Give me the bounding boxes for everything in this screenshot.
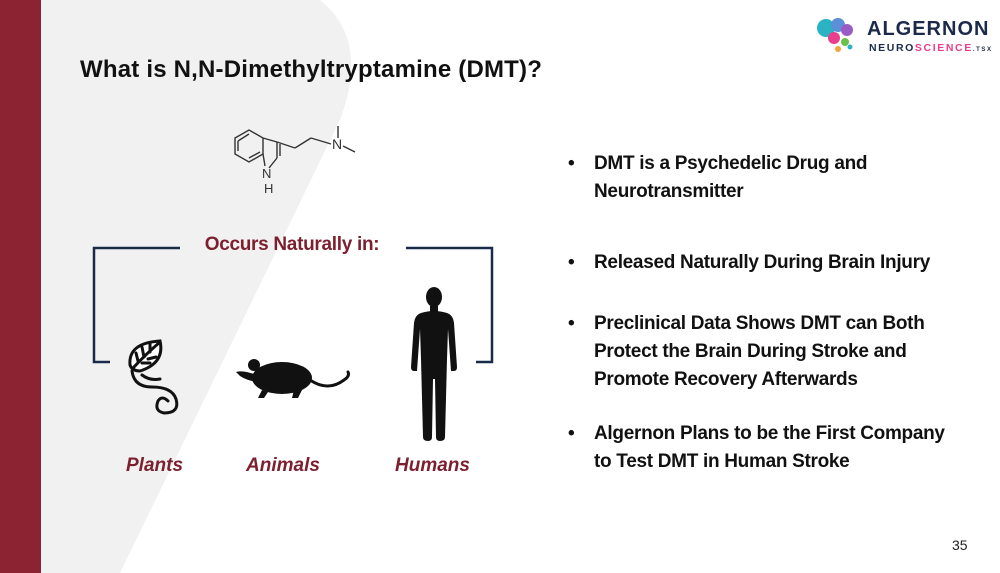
bullet-text-line: DMT is a Psychedelic Drug and bbox=[594, 153, 868, 174]
occurs-heading: Occurs Naturally in: bbox=[204, 234, 380, 255]
indole-hydrogen-label: H bbox=[264, 181, 273, 196]
page-number: 35 bbox=[952, 537, 968, 553]
bullet-item: • Released Naturally During Brain Injury bbox=[568, 249, 968, 277]
indole-nitrogen-label: N bbox=[262, 166, 271, 181]
bullet-item: • DMT is a Psychedelic Drug and Neurotra… bbox=[568, 150, 968, 206]
bullet-text-line: Promote Recovery Afterwards bbox=[594, 369, 858, 390]
bullet-dot: • bbox=[568, 313, 575, 334]
amine-nitrogen-label: N bbox=[332, 136, 342, 152]
bullet-text-line: Protect the Brain During Stroke and bbox=[594, 341, 907, 362]
rat-icon bbox=[236, 359, 350, 398]
bullet-text-line: Released Naturally During Brain Injury bbox=[594, 252, 930, 273]
occurs-bracket bbox=[92, 246, 494, 364]
bullet-text-line: Algernon Plans to be the First Company bbox=[594, 423, 945, 444]
logo-name: ALGERNON bbox=[867, 18, 990, 40]
bullet-dot: • bbox=[568, 153, 575, 174]
logo-subtitle: NEUROSCIENCE.TSX bbox=[869, 42, 993, 54]
plants-caption: Plants bbox=[126, 455, 184, 476]
humans-caption: Humans bbox=[395, 455, 470, 476]
logo-mark-icon bbox=[817, 18, 853, 52]
animals-caption: Animals bbox=[246, 455, 320, 476]
leaf-vine-icon bbox=[128, 339, 179, 415]
left-sidebar-band bbox=[0, 0, 41, 573]
bullet-dot: • bbox=[568, 252, 575, 273]
bullet-text-line: to Test DMT in Human Stroke bbox=[594, 451, 850, 472]
bullet-text-line: Preclinical Data Shows DMT can Both bbox=[594, 313, 925, 334]
company-logo: ALGERNON NEUROSCIENCE.TSX bbox=[814, 16, 994, 56]
bullet-dot: • bbox=[568, 423, 575, 444]
bullet-text-line: Neurotransmitter bbox=[594, 181, 744, 202]
dmt-molecule-structure: N N H bbox=[234, 126, 356, 196]
bullet-item: • Preclinical Data Shows DMT can Both Pr… bbox=[568, 310, 968, 394]
human-silhouette-icon bbox=[411, 287, 457, 441]
bullet-item: • Algernon Plans to be the First Company… bbox=[568, 420, 968, 476]
slide-title: What is N,N-Dimethyltryptamine (DMT)? bbox=[80, 56, 543, 83]
